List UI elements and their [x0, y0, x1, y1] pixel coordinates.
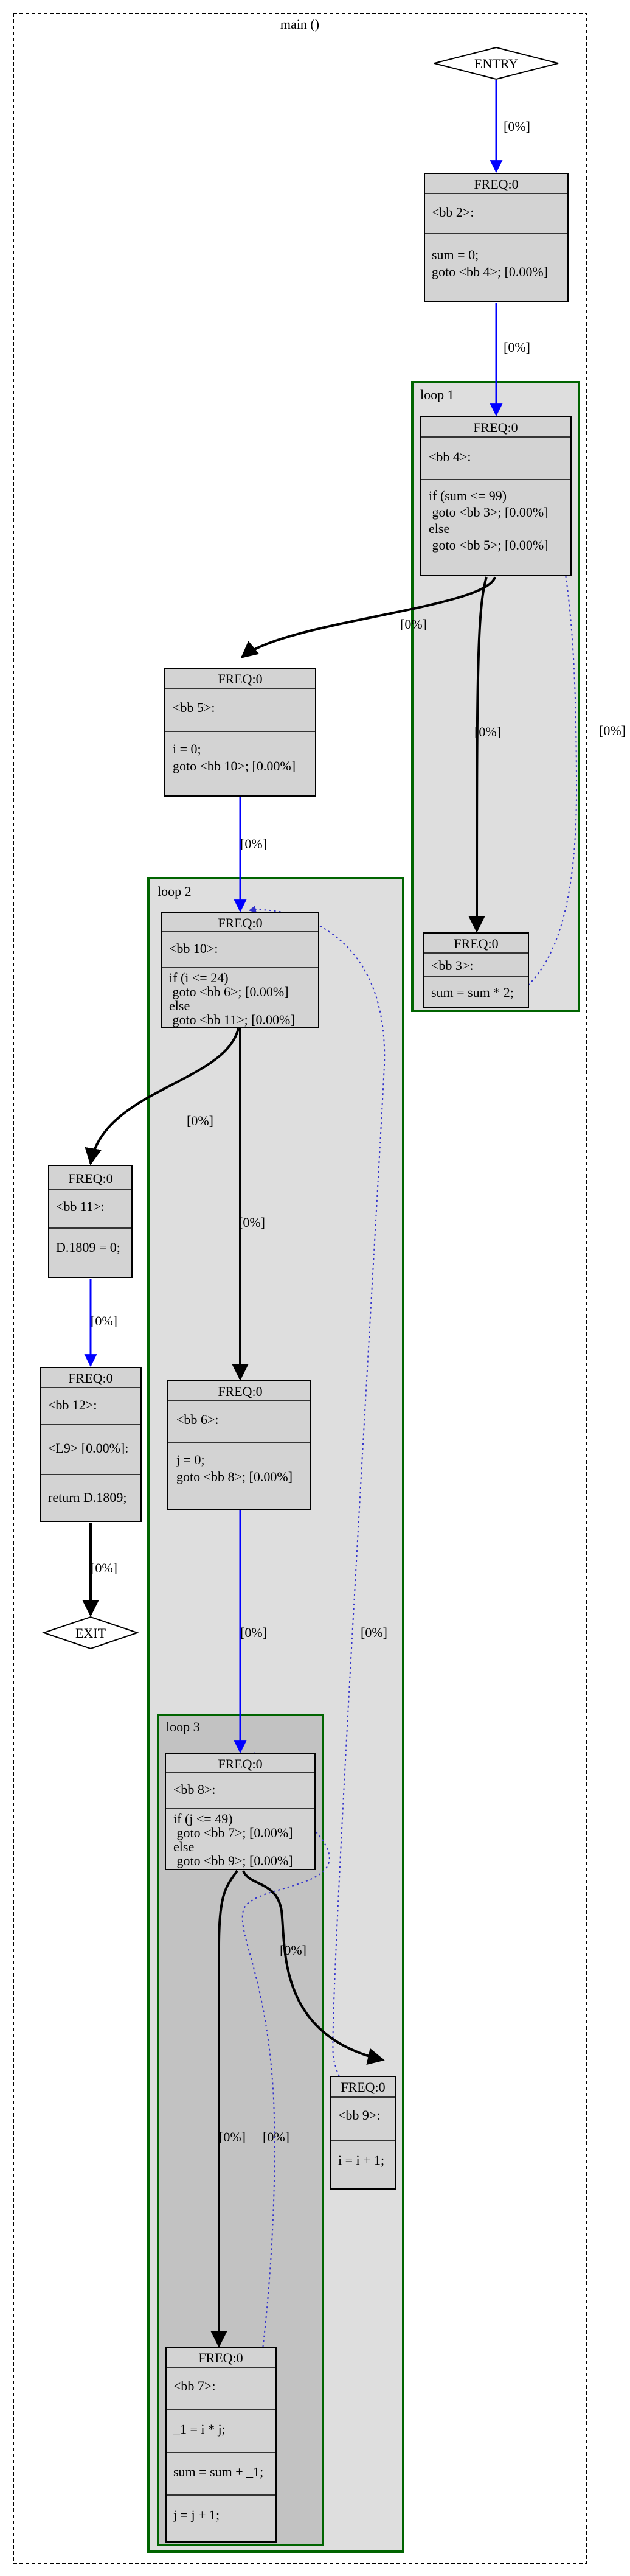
- node-bb8-line-1: if (j <= 49): [173, 1811, 233, 1826]
- node-bb11-freq: FREQ:0: [68, 1171, 112, 1186]
- node-bb2[interactable]: FREQ:0 <bb 2>: sum = 0; goto <bb 4>; [0.…: [424, 173, 569, 302]
- node-bb9[interactable]: FREQ:0 <bb 9>: i = i + 1;: [330, 2076, 396, 2190]
- node-bb6-label: <bb 6>:: [176, 1412, 218, 1427]
- node-bb6-freq: FREQ:0: [218, 1384, 262, 1399]
- node-bb6-line-1: j = 0;: [176, 1452, 205, 1467]
- function-title: main (): [280, 16, 319, 32]
- node-bb12-freq: FREQ:0: [68, 1370, 112, 1386]
- node-bb11-line-1: D.1809 = 0;: [56, 1240, 120, 1255]
- node-bb8[interactable]: FREQ:0 <bb 8>: if (j <= 49) goto <bb 7>;…: [165, 1753, 316, 1870]
- edge-bb8-bb7-label: [0%]: [219, 2129, 246, 2145]
- edge-bb4-bb3: [468, 576, 488, 933]
- edge-bb4-bb5: [240, 576, 496, 658]
- node-bb8-line-3: else: [173, 1839, 194, 1854]
- function-cluster: [13, 13, 587, 2564]
- node-bb7-section-2: sum = sum + _1;: [173, 2464, 263, 2479]
- node-bb4-line-4: goto <bb 5>; [0.00%]: [429, 537, 549, 553]
- edge-bb7-bb8-label: [0%]: [263, 2129, 289, 2145]
- entry-node[interactable]: [434, 46, 559, 80]
- node-bb5-line-1: i = 0;: [173, 741, 201, 756]
- node-bb4-line-1: if (sum <= 99): [429, 488, 507, 503]
- node-bb3-line-1: sum = sum * 2;: [431, 985, 514, 1000]
- node-bb9-line-1: i = i + 1;: [338, 2152, 384, 2168]
- node-bb2-line-1: sum = 0;: [432, 247, 479, 262]
- edge-bb2-bb4-label: [0%]: [504, 340, 530, 355]
- node-bb7-label: <bb 7>:: [173, 2378, 215, 2393]
- node-bb5-line-2: goto <bb 10>; [0.00%]: [173, 758, 296, 773]
- edge-bb11-bb12-label: [0%]: [91, 1313, 117, 1328]
- node-bb5-label: <bb 5>:: [173, 700, 215, 715]
- node-bb11-label: <bb 11>:: [56, 1199, 105, 1214]
- node-bb10-line-3: else: [169, 998, 190, 1013]
- loop1-title: loop 1: [420, 387, 454, 402]
- edge-bb8-bb9: [242, 1870, 385, 2065]
- edge-bb6-bb8-label: [0%]: [240, 1625, 267, 1640]
- node-bb7[interactable]: FREQ:0 <bb 7>: _1 = i * j; sum = sum + _…: [165, 2347, 277, 2543]
- node-bb12-mid: <L9> [0.00%]:: [48, 1440, 128, 1456]
- node-bb12-line-1: return D.1809;: [48, 1490, 127, 1505]
- node-bb10-line-1: if (i <= 24): [169, 970, 229, 985]
- entry-label: ENTRY: [474, 56, 518, 71]
- node-bb4-line-2: goto <bb 3>; [0.00%]: [429, 504, 549, 520]
- edge-bb3-bb4-label: [0%]: [599, 723, 626, 738]
- edge-bb8-bb7: [210, 1869, 238, 2348]
- node-bb8-label: <bb 8>:: [173, 1782, 215, 1797]
- loop3-title: loop 3: [166, 1719, 200, 1734]
- exit-label: EXIT: [75, 1625, 106, 1641]
- node-bb10[interactable]: FREQ:0 <bb 10>: if (i <= 24) goto <bb 6>…: [161, 912, 319, 1028]
- node-bb4-freq: FREQ:0: [473, 420, 518, 435]
- node-bb7-section-3: j = j + 1;: [173, 2507, 220, 2522]
- node-bb5[interactable]: FREQ:0 <bb 5>: i = 0; goto <bb 10>; [0.0…: [164, 668, 316, 797]
- node-bb8-line-4: goto <bb 9>; [0.00%]: [173, 1853, 293, 1868]
- node-bb10-line-2: goto <bb 6>; [0.00%]: [169, 984, 289, 999]
- node-bb10-freq: FREQ:0: [218, 915, 262, 930]
- edge-bb9-bb10-label: [0%]: [361, 1625, 387, 1640]
- edge-bb10-bb6-label: [0%]: [238, 1215, 265, 1230]
- node-bb12-label: <bb 12>:: [48, 1397, 97, 1412]
- node-bb11[interactable]: FREQ:0 <bb 11>: D.1809 = 0;: [48, 1165, 133, 1278]
- node-bb6[interactable]: FREQ:0 <bb 6>: j = 0; goto <bb 8>; [0.00…: [167, 1380, 311, 1510]
- node-bb3[interactable]: FREQ:0 <bb 3>: sum = sum * 2;: [423, 932, 529, 1008]
- node-bb4-label: <bb 4>:: [429, 449, 471, 464]
- node-bb9-label: <bb 9>:: [338, 2107, 380, 2123]
- node-bb8-freq: FREQ:0: [218, 1756, 262, 1771]
- node-bb9-freq: FREQ:0: [341, 2079, 385, 2095]
- edge-bb10-bb11: [85, 1028, 240, 1165]
- node-bb2-label: <bb 2>:: [432, 204, 474, 220]
- node-bb6-line-2: goto <bb 8>; [0.00%]: [176, 1469, 292, 1484]
- edge-entry-bb2-label: [0%]: [504, 119, 530, 134]
- node-bb2-line-2: goto <bb 4>; [0.00%]: [432, 264, 548, 279]
- node-bb8-line-2: goto <bb 7>; [0.00%]: [173, 1825, 293, 1840]
- node-bb2-freq: FREQ:0: [474, 176, 518, 192]
- loop2-title: loop 2: [158, 884, 192, 899]
- node-bb4-line-3: else: [429, 521, 449, 536]
- node-bb10-label: <bb 10>:: [169, 941, 218, 956]
- node-bb3-freq: FREQ:0: [454, 936, 498, 951]
- edge-bb4-bb5-label: [0%]: [400, 616, 427, 632]
- edge-bb3-bb4: [480, 425, 578, 1008]
- edge-bb8-bb9-label: [0%]: [280, 1942, 306, 1958]
- node-bb7-freq: FREQ:0: [198, 2350, 243, 2365]
- edge-bb4-bb3-label: [0%]: [474, 724, 501, 739]
- node-bb5-freq: FREQ:0: [218, 671, 262, 686]
- edge-bb12-exit-label: [0%]: [91, 1560, 117, 1576]
- node-bb10-line-4: goto <bb 11>; [0.00%]: [169, 1012, 295, 1027]
- node-bb12[interactable]: FREQ:0 <bb 12>: <L9> [0.00%]: return D.1…: [40, 1367, 142, 1522]
- edge-bb5-bb10-label: [0%]: [240, 836, 267, 851]
- node-bb7-section-1: _1 = i * j;: [173, 2421, 226, 2437]
- edge-bb10-bb11-label: [0%]: [187, 1113, 213, 1128]
- exit-node[interactable]: [41, 1616, 140, 1650]
- node-bb4[interactable]: FREQ:0 <bb 4>: if (sum <= 99) goto <bb 3…: [420, 416, 572, 576]
- node-bb3-label: <bb 3>:: [431, 958, 473, 973]
